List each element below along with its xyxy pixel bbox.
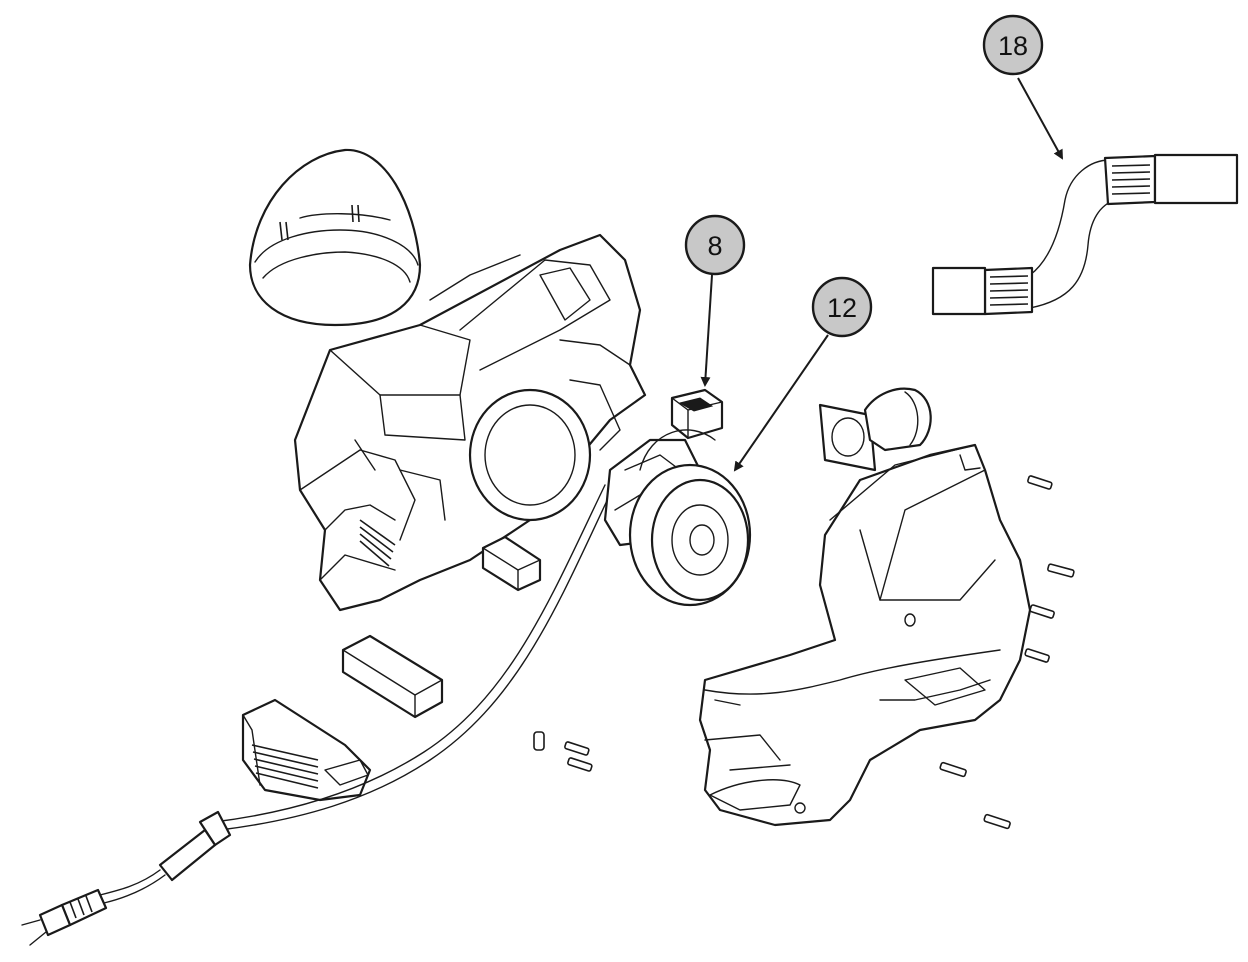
exhaust-grille-part <box>241 698 372 802</box>
leader-line-8 <box>700 274 713 387</box>
screw <box>564 741 590 756</box>
main-housing-part <box>293 233 647 612</box>
dust-bin-part <box>248 148 422 327</box>
filter-block-lower <box>341 634 444 719</box>
clip <box>533 731 545 751</box>
screw <box>983 813 1011 830</box>
screw <box>939 761 967 778</box>
screw <box>1027 475 1053 490</box>
screw <box>567 757 593 772</box>
screw <box>1047 563 1075 578</box>
filter-block-upper <box>481 535 542 592</box>
leader-line-18 <box>1017 77 1063 160</box>
front-cover-part <box>698 443 1032 827</box>
callout-18-label: 18 <box>998 31 1028 61</box>
callout-12-label: 12 <box>827 293 857 323</box>
callout-8-label: 8 <box>707 231 722 261</box>
callout-12: 12 <box>811 276 873 338</box>
motor-assembly-part <box>603 429 752 607</box>
rocker-switch-part <box>670 388 724 440</box>
leader-line-12 <box>733 334 829 472</box>
screw-set <box>533 475 1075 830</box>
callout-8: 8 <box>684 214 746 276</box>
screw <box>1029 604 1055 619</box>
power-cord-part <box>21 484 613 946</box>
lamp-holder-part <box>818 387 932 472</box>
wire-harness-part <box>931 153 1239 316</box>
screw <box>1024 648 1050 663</box>
callout-18: 18 <box>982 14 1044 76</box>
